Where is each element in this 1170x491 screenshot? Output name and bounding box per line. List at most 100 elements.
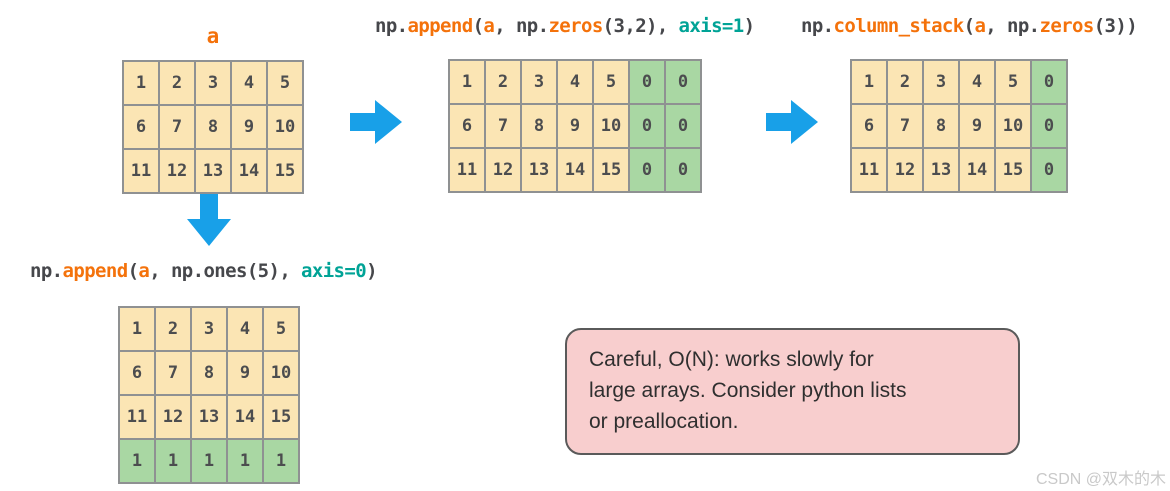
grid-cell: 12 — [486, 149, 520, 191]
grid-cell: 11 — [852, 149, 886, 191]
code-segment: axis=0 — [301, 260, 367, 282]
grid-cell: 5 — [996, 61, 1030, 103]
grid-cell: 6 — [450, 105, 484, 147]
code-segment: ) — [366, 260, 377, 282]
grid-cell: 14 — [228, 396, 262, 438]
grid-cell: 3 — [192, 308, 226, 350]
code-segment: axis=1 — [678, 15, 745, 37]
matrix-a-label: a — [206, 24, 220, 48]
grid-cell: 8 — [196, 106, 230, 148]
grid-cell: 14 — [232, 150, 266, 192]
grid-cell: 1 — [192, 440, 226, 482]
grid-cell: 0 — [666, 61, 700, 103]
grid-cell: 0 — [630, 105, 664, 147]
code-segment: np. — [375, 15, 408, 37]
code-segment: , np.ones(5), — [149, 260, 302, 282]
grid-cell: 1 — [450, 61, 484, 103]
code-segment: zeros — [548, 15, 603, 37]
grid-cell: 11 — [124, 150, 158, 192]
grid-cell: 4 — [228, 308, 262, 350]
grid-cell: 0 — [666, 105, 700, 147]
grid-cell: 9 — [232, 106, 266, 148]
grid-cell: 11 — [450, 149, 484, 191]
grid-cell: 8 — [192, 352, 226, 394]
code-segment: a — [483, 15, 495, 37]
grid-cell: 3 — [196, 62, 230, 104]
grid-cell: 7 — [486, 105, 520, 147]
code-segment: , np. — [494, 15, 549, 37]
grid-cell: 14 — [558, 149, 592, 191]
grid-cell: 4 — [558, 61, 592, 103]
grid-cell: 7 — [156, 352, 190, 394]
grid-cell: 0 — [1032, 149, 1066, 191]
grid-cell: 15 — [594, 149, 628, 191]
grid-cell: 6 — [124, 106, 158, 148]
grid-cell: 15 — [264, 396, 298, 438]
grid-cell: 7 — [160, 106, 194, 148]
arrow-right-icon — [766, 98, 818, 146]
code-segment: ( — [472, 15, 484, 37]
code-append-axis0: np.append(a, np.ones(5), axis=0) — [30, 260, 377, 282]
grid-cell: 12 — [160, 150, 194, 192]
code-segment: append — [62, 260, 129, 282]
code-segment: a — [138, 260, 150, 282]
grid-cell: 2 — [486, 61, 520, 103]
grid-cell: 3 — [924, 61, 958, 103]
arrow-right-icon — [350, 98, 402, 146]
code-segment: (3,2), — [602, 15, 679, 37]
grid-cell: 2 — [160, 62, 194, 104]
grid-cell: 0 — [1032, 61, 1066, 103]
grid-cell: 6 — [852, 105, 886, 147]
code-column-stack: np.column_stack(a, np.zeros(3)) — [801, 15, 1138, 37]
watermark: CSDN @双木的木 — [1035, 471, 1166, 488]
code-segment: np. — [30, 260, 63, 282]
grid-cell: 0 — [630, 149, 664, 191]
grid-cell: 11 — [120, 396, 154, 438]
grid-cell: 1 — [156, 440, 190, 482]
note-line: large arrays. Consider python lists — [589, 379, 907, 402]
code-segment: , np. — [985, 15, 1040, 37]
grid-cell: 6 — [120, 352, 154, 394]
code-segment: np. — [801, 15, 834, 37]
grid-cell: 13 — [924, 149, 958, 191]
grid-cell: 15 — [268, 150, 302, 192]
code-segment: ( — [963, 15, 975, 37]
grid-cell: 0 — [1032, 105, 1066, 147]
grid-cell: 0 — [630, 61, 664, 103]
code-segment: ) — [743, 15, 755, 37]
grid-cell: 5 — [264, 308, 298, 350]
grid-cell: 4 — [960, 61, 994, 103]
grid-cell: 8 — [522, 105, 556, 147]
code-segment: ( — [127, 260, 139, 282]
grid-cell: 1 — [852, 61, 886, 103]
grid-cell: 1 — [228, 440, 262, 482]
code-segment: a — [974, 15, 986, 37]
grid-cell: 4 — [232, 62, 266, 104]
grid-cell: 1 — [124, 62, 158, 104]
grid-cell: 1 — [120, 440, 154, 482]
grid-cell: 7 — [888, 105, 922, 147]
grid-cell: 15 — [996, 149, 1030, 191]
grid-cell: 2 — [888, 61, 922, 103]
grid-cell: 12 — [888, 149, 922, 191]
grid-cell: 12 — [156, 396, 190, 438]
grid-cell: 9 — [558, 105, 592, 147]
grid-cell: 0 — [666, 149, 700, 191]
note-line: Careful, O(N): works slowly for — [589, 348, 874, 371]
grid-cell: 3 — [522, 61, 556, 103]
grid-cell: 5 — [594, 61, 628, 103]
grid-cell: 10 — [996, 105, 1030, 147]
grid-cell: 13 — [196, 150, 230, 192]
grid-cell: 9 — [228, 352, 262, 394]
grid-cell: 8 — [924, 105, 958, 147]
code-segment: append — [407, 15, 474, 37]
grid-cell: 14 — [960, 149, 994, 191]
grid-cell: 13 — [522, 149, 556, 191]
note-line: or preallocation. — [589, 410, 739, 433]
grid-cell: 2 — [156, 308, 190, 350]
